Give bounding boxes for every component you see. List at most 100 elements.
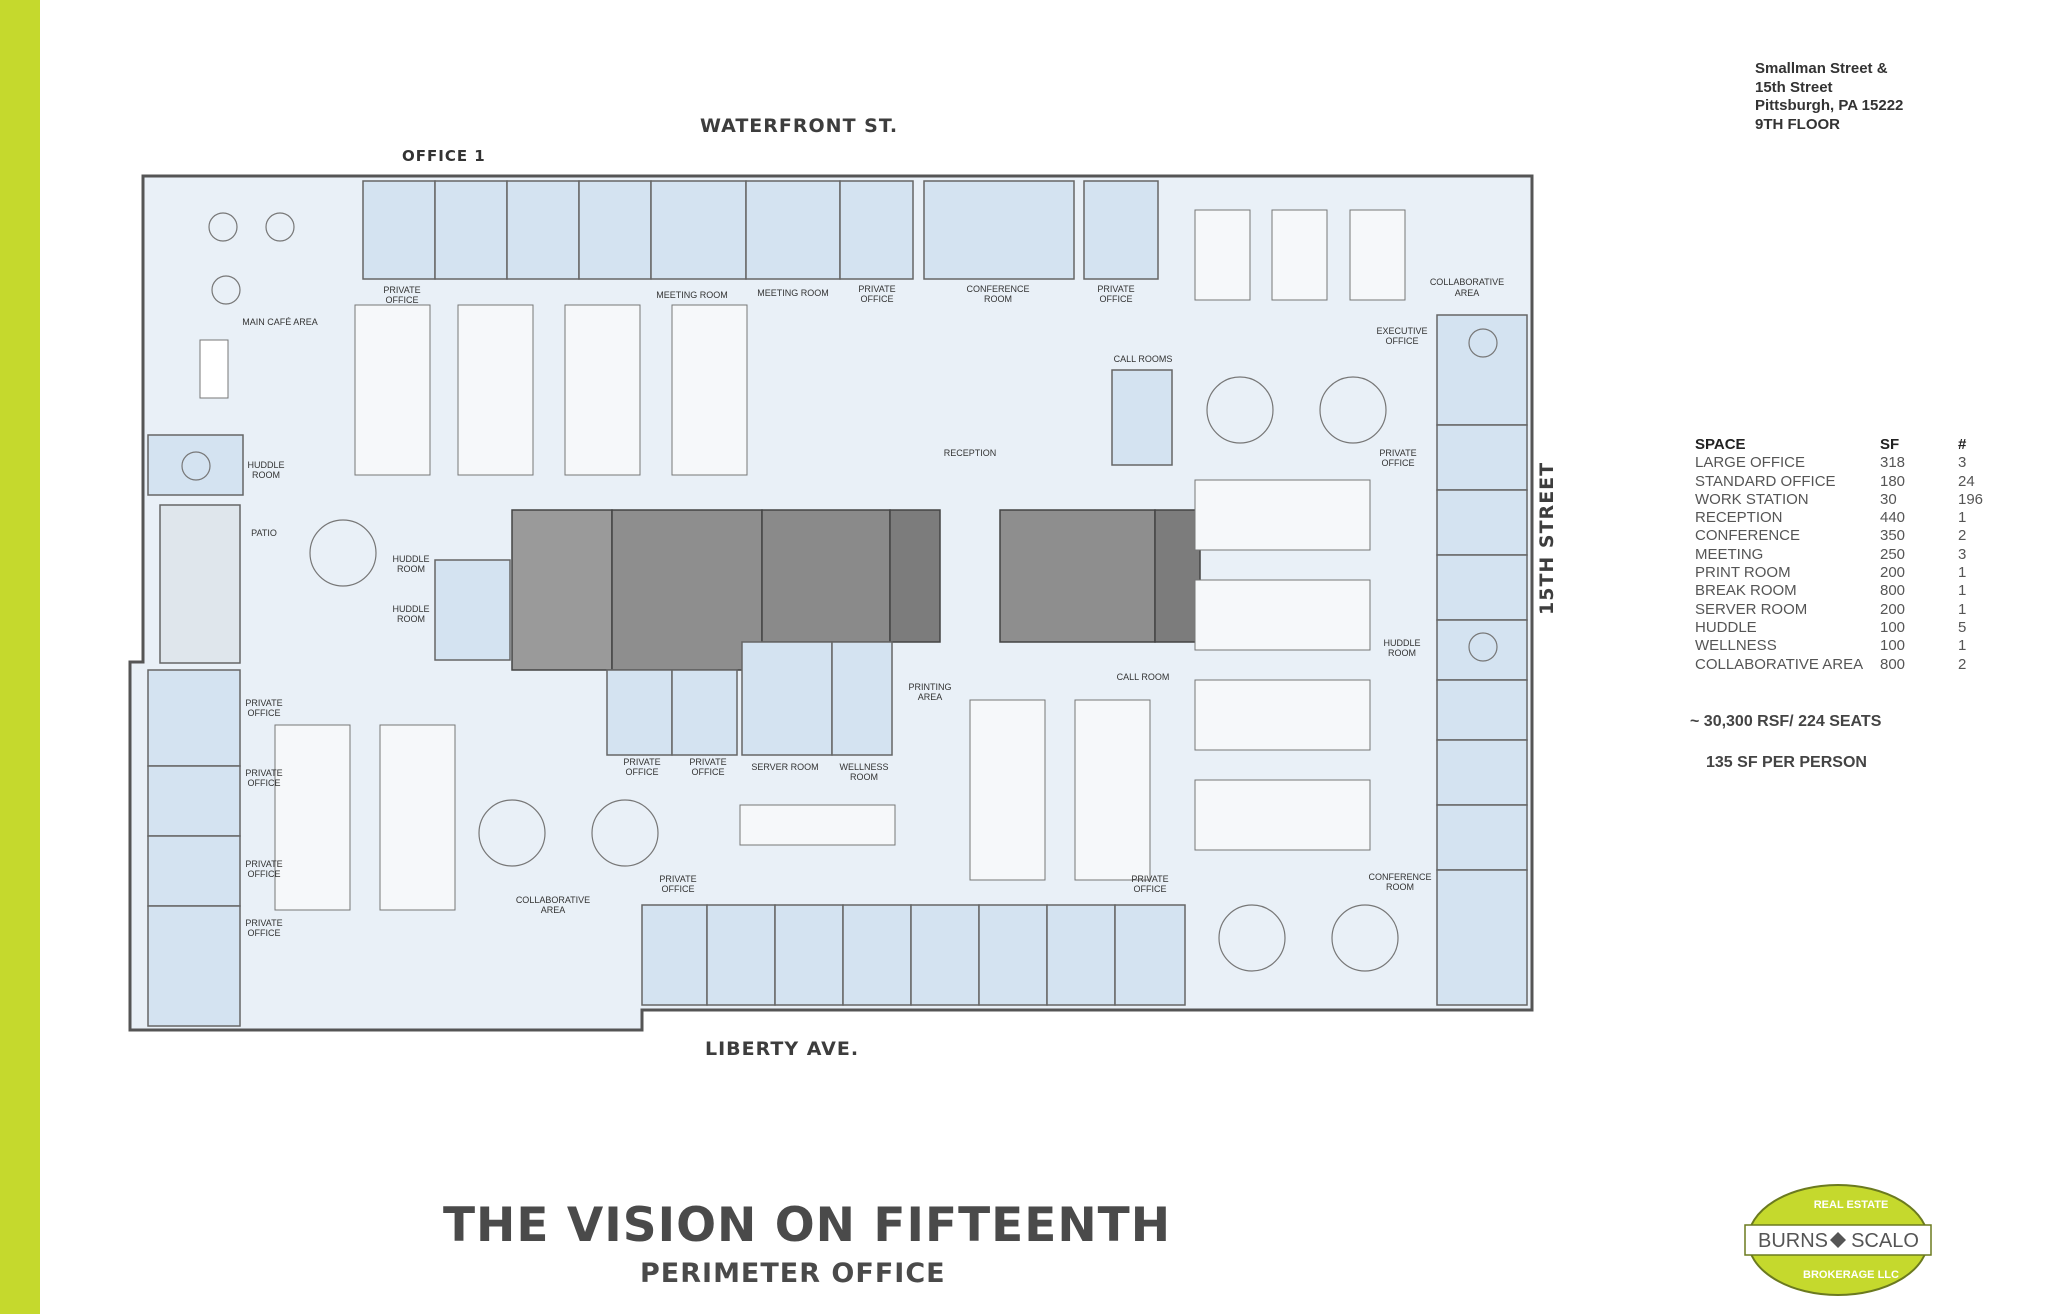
label-patio: PATIO	[251, 528, 277, 538]
label-executive-office: EXECUTIVE	[1376, 326, 1427, 336]
table-cell: MEETING	[1695, 545, 1764, 563]
label-printing-area: PRINTING	[908, 682, 951, 692]
building-core	[511, 509, 1201, 671]
label-wellness-room: WELLNESS	[839, 762, 888, 772]
table-cell: 440	[1880, 509, 1906, 527]
table-cell: 200	[1880, 600, 1906, 618]
svg-text:OFFICE: OFFICE	[248, 928, 281, 938]
page-title: THE VISION ON FIFTEENTH	[443, 1198, 1172, 1253]
table-cell: 196	[1958, 490, 1984, 508]
table-cell: 1	[1958, 582, 1967, 600]
rsf-summary: ~ 30,300 RSF/ 224 SEATS	[1690, 713, 1882, 730]
address-block: Smallman Street & 15th Street Pittsburgh…	[1755, 60, 1903, 134]
table-cell: SERVER ROOM	[1695, 600, 1808, 618]
office-label: OFFICE 1	[402, 147, 486, 165]
table-cell: 1	[1958, 564, 1967, 582]
svg-text:OFFICE: OFFICE	[861, 294, 894, 304]
table-cell: 318	[1880, 454, 1906, 472]
label-meeting-room: MEETING ROOM	[656, 290, 728, 300]
svg-text:OFFICE: OFFICE	[1100, 294, 1133, 304]
pods	[181, 212, 1498, 972]
table-cell: BREAK ROOM	[1695, 582, 1797, 600]
table-cell: 24	[1958, 472, 1975, 490]
table-cell: 800	[1880, 582, 1906, 600]
bottom-office-row	[641, 904, 1186, 1006]
svg-text:PRIVATE: PRIVATE	[1131, 874, 1168, 884]
logo-bottom-text: BROKERAGE LLC	[1803, 1269, 1899, 1281]
label-reception: RECEPTION	[944, 448, 997, 458]
table-cell: COLLABORATIVE AREA	[1695, 655, 1864, 673]
table-cell: 2	[1958, 655, 1967, 673]
svg-text:HUDDLE: HUDDLE	[392, 554, 429, 564]
svg-text:ROOM: ROOM	[1386, 882, 1414, 892]
svg-text:PRIVATE: PRIVATE	[689, 757, 726, 767]
svg-text:PRIVATE: PRIVATE	[245, 768, 282, 778]
table-cell: 250	[1880, 545, 1906, 563]
workstations	[274, 209, 1406, 911]
top-office-row	[362, 180, 1159, 280]
diamond-icon	[1830, 1232, 1846, 1248]
table-cell: 30	[1880, 490, 1897, 508]
logo-name-right: SCALO	[1851, 1230, 1919, 1252]
right-office-column	[1436, 314, 1528, 1006]
svg-text:CONFERENCE: CONFERENCE	[1368, 872, 1431, 882]
street-label-top: WATERFRONT ST.	[700, 115, 899, 137]
table-cell: 100	[1880, 618, 1906, 636]
left-office-column	[147, 434, 244, 1027]
accent-bar	[0, 0, 40, 1314]
table-cell: CONFERENCE	[1695, 527, 1801, 545]
svg-text:HUDDLE: HUDDLE	[392, 604, 429, 614]
table-cell: 2	[1958, 527, 1967, 545]
svg-text:OFFICE: OFFICE	[626, 767, 659, 777]
svg-text:ROOM: ROOM	[397, 614, 425, 624]
label-collaborative-area: COLLABORATIVE	[1430, 277, 1504, 287]
svg-text:ROOM: ROOM	[252, 470, 280, 480]
table-header-row: SPACE SF #	[1695, 436, 1998, 454]
table-cell: 180	[1880, 472, 1906, 490]
svg-text:PRIVATE: PRIVATE	[659, 874, 696, 884]
patio	[159, 504, 241, 664]
svg-text:PRIVATE: PRIVATE	[1379, 448, 1416, 458]
svg-text:AREA: AREA	[541, 905, 566, 915]
svg-text:OFFICE: OFFICE	[248, 708, 281, 718]
svg-text:ROOM: ROOM	[397, 564, 425, 574]
logo-top-text: REAL ESTATE	[1814, 1199, 1889, 1211]
table-cell: WORK STATION	[1695, 490, 1809, 508]
address-line: 15th Street	[1755, 78, 1833, 96]
svg-text:HUDDLE: HUDDLE	[1383, 638, 1420, 648]
column-header: SPACE	[1695, 436, 1746, 453]
svg-text:PRIVATE: PRIVATE	[245, 859, 282, 869]
address-line: Pittsburgh, PA 15222	[1755, 97, 1904, 114]
svg-text:ROOM: ROOM	[850, 772, 878, 782]
svg-text:OFFICE: OFFICE	[1386, 336, 1419, 346]
svg-text:OFFICE: OFFICE	[1134, 884, 1167, 894]
brokerage-logo: REAL ESTATE BURNS SCALO BROKERAGE LLC	[1744, 1184, 1932, 1296]
label-meeting-room-2: MEETING ROOM	[757, 288, 829, 298]
label-call-room: CALL ROOM	[1117, 672, 1170, 682]
table-row: WORK STATION 30 196	[1695, 491, 1998, 509]
svg-text:OFFICE: OFFICE	[248, 778, 281, 788]
svg-text:PRIVATE: PRIVATE	[623, 757, 660, 767]
svg-text:OFFICE: OFFICE	[692, 767, 725, 777]
table-row: BREAK ROOM 800 1	[1695, 582, 1998, 600]
svg-text:OFFICE: OFFICE	[1382, 458, 1415, 468]
table-cell: WELLNESS	[1695, 637, 1777, 655]
column-header: #	[1958, 436, 1967, 453]
table-cell: STANDARD OFFICE	[1695, 472, 1836, 490]
table-row: STANDARD OFFICE 180 24	[1695, 473, 1998, 491]
column-header: SF	[1880, 436, 1900, 453]
svg-text:PRIVATE: PRIVATE	[858, 284, 895, 294]
svg-text:OFFICE: OFFICE	[386, 295, 419, 305]
table-cell: 100	[1880, 637, 1906, 655]
svg-text:OFFICE: OFFICE	[248, 869, 281, 879]
label-conference-room: CONFERENCE	[966, 284, 1029, 294]
table-cell: 3	[1958, 454, 1967, 472]
label-huddle-room: HUDDLE	[247, 460, 284, 470]
